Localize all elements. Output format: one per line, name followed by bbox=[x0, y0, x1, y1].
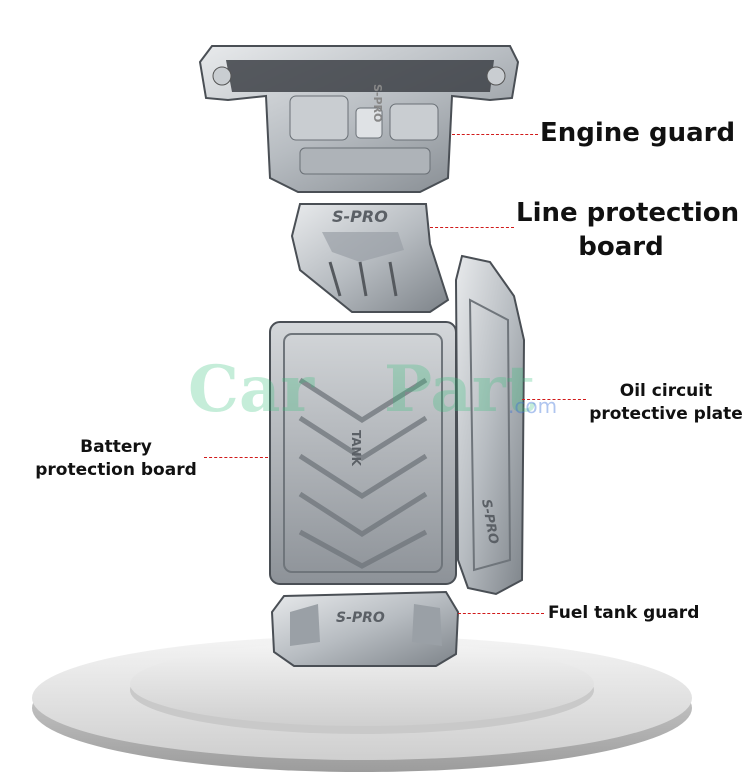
battery-label-1: Battery bbox=[80, 437, 152, 457]
oil-circuit-label-2: protective plate bbox=[589, 404, 743, 424]
engine-guard-plate bbox=[198, 45, 520, 193]
battery-protection-plate bbox=[269, 321, 457, 585]
watermark-suffix: .com bbox=[508, 394, 558, 418]
line-protection-label-2: board bbox=[578, 232, 664, 262]
battery-tank-marking: TANK bbox=[349, 430, 363, 467]
oil-circuit-plate bbox=[454, 254, 526, 596]
battery-leader bbox=[204, 457, 268, 458]
watermark-text-right: Part bbox=[384, 352, 536, 427]
line-protection-leader bbox=[430, 227, 514, 228]
oil-circuit-leader bbox=[522, 399, 586, 400]
engine-guard-label: Engine guard bbox=[540, 118, 736, 148]
line-protection-label: Line protection board bbox=[516, 196, 740, 264]
watermark-text-left: Car bbox=[188, 352, 315, 427]
watermark: Car Part .com bbox=[188, 352, 568, 432]
fuel-tank-brand: S-PRO bbox=[336, 610, 385, 626]
line-protection-plate bbox=[290, 203, 450, 313]
oil-circuit-label: Oil circuit protective plate bbox=[588, 380, 744, 426]
engine-guard-leader bbox=[452, 134, 538, 135]
display-platform bbox=[32, 636, 692, 772]
line-protection-brand: S-PRO bbox=[332, 207, 388, 226]
engine-guard-brand: S-PRO bbox=[371, 84, 384, 122]
fuel-tank-label: Fuel tank guard bbox=[548, 603, 700, 623]
battery-label-2: protection board bbox=[35, 460, 197, 480]
oil-circuit-label-1: Oil circuit bbox=[619, 381, 713, 401]
line-protection-label-1: Line protection bbox=[516, 198, 740, 228]
fuel-tank-leader bbox=[458, 613, 544, 614]
battery-label: Battery protection board bbox=[30, 436, 202, 482]
fuel-tank-plate bbox=[270, 590, 460, 667]
